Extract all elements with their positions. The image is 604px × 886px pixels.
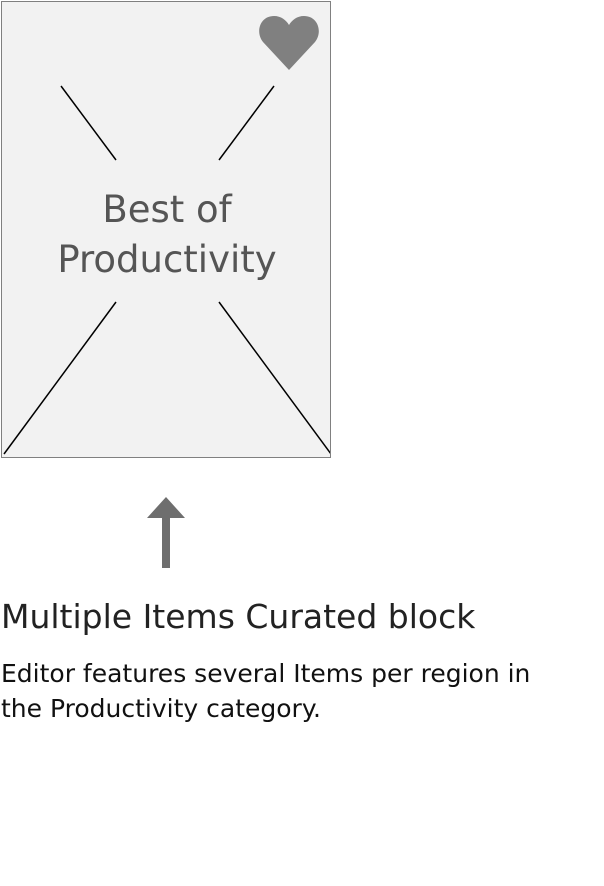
caption-title: Multiple Items Curated block — [1, 597, 476, 636]
card-title-line-2: Productivity — [57, 238, 277, 281]
caption-description: Editor features several Items per region… — [1, 659, 531, 723]
card-title: Best of Productivity — [2, 185, 330, 285]
curated-block-card[interactable]: Best of Productivity — [1, 1, 331, 458]
heart-icon[interactable] — [258, 14, 320, 72]
card-title-line-1: Best of — [102, 188, 232, 231]
image-placeholder — [3, 85, 330, 455]
arrow-up-icon — [147, 497, 185, 568]
